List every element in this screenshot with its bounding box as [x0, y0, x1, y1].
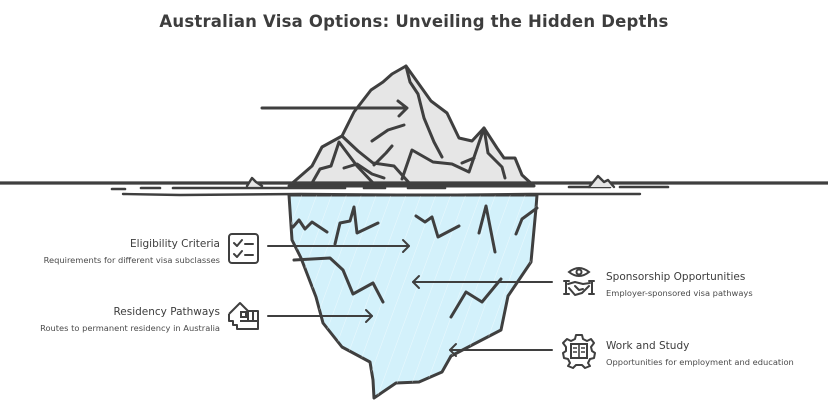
- iceberg-tip: [287, 64, 536, 188]
- item-eligibility: Eligibility Criteria Requirements for di…: [44, 238, 220, 265]
- house-stairs-icon: [228, 302, 259, 330]
- item-work-study: Work and Study Opportunities for employm…: [606, 340, 794, 367]
- handshake-eye-icon: [563, 267, 595, 296]
- item-description: Requirements for different visa subclass…: [43, 255, 220, 265]
- item-heading: Residency Pathways: [113, 306, 220, 318]
- arrow-eligibility: [267, 239, 410, 253]
- item-residency: Residency Pathways Routes to permanent r…: [40, 306, 220, 333]
- arrow-sponsorship: [412, 275, 553, 289]
- waterline: [0, 174, 828, 197]
- item-heading: Sponsorship Opportunities: [606, 271, 746, 283]
- diagram-title: Australian Visa Options: Unveiling the H…: [159, 12, 669, 31]
- item-heading: Work and Study: [606, 340, 690, 352]
- arrow-residency: [267, 309, 373, 323]
- gear-book-icon: [562, 334, 596, 369]
- item-description: Routes to permanent residency in Austral…: [40, 323, 220, 333]
- item-heading: Eligibility Criteria: [130, 238, 220, 250]
- item-description: Opportunities for employment and educati…: [606, 357, 794, 367]
- item-description: Employer-sponsored visa pathways: [606, 288, 753, 298]
- arrow-work-study: [449, 343, 553, 357]
- arrow-tip: [260, 99, 409, 118]
- iceberg-underwater: [287, 193, 539, 400]
- item-sponsorship: Sponsorship Opportunities Employer-spons…: [606, 271, 753, 298]
- checklist-icon: [228, 233, 259, 264]
